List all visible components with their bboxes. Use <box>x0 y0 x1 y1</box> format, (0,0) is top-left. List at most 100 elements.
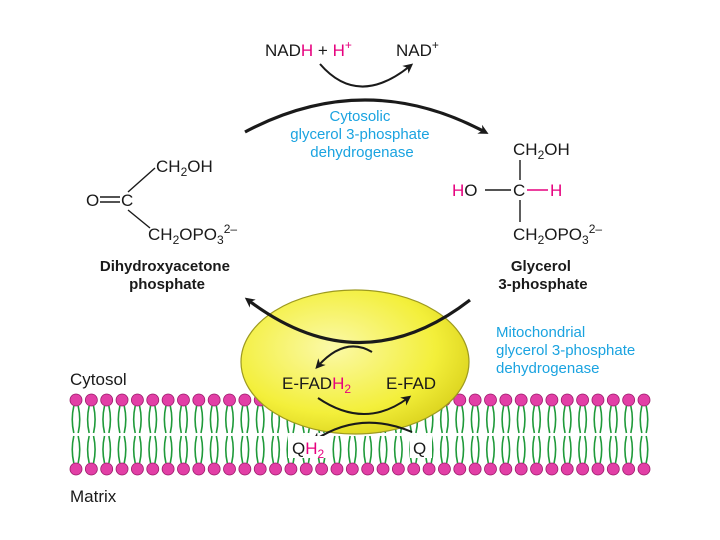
lipid-tail <box>532 435 536 464</box>
lipid-tail <box>271 435 275 464</box>
lipid-tail <box>230 435 235 464</box>
lipid-head <box>438 462 451 476</box>
lipid-tail <box>470 405 474 434</box>
lipid-tail <box>485 405 490 434</box>
lipid-head <box>545 393 559 407</box>
lipid-head <box>453 393 467 407</box>
lipid-tail <box>608 435 612 464</box>
lipid-head <box>637 462 651 476</box>
lipid-tail <box>338 435 342 464</box>
lipid-head <box>131 393 144 407</box>
lipid-head <box>330 462 344 476</box>
lipid-head <box>223 462 236 476</box>
lipid-tail <box>209 405 213 434</box>
lipid-head <box>192 462 206 476</box>
lipid-head <box>422 462 436 476</box>
lipid-head <box>514 393 528 407</box>
q-label: Q <box>413 439 426 458</box>
nadh-oxidation-arrow <box>319 63 414 88</box>
lipid-tail <box>537 405 542 434</box>
lipid-tail <box>562 435 566 464</box>
lipid-head <box>499 462 513 476</box>
lipid-tail <box>578 435 582 464</box>
lipid-head <box>468 462 482 476</box>
lipid-tail <box>491 405 496 434</box>
lipid-tail <box>261 405 265 434</box>
lipid-head <box>115 462 129 476</box>
lipid-head <box>177 462 190 476</box>
lipid-tail <box>624 435 628 464</box>
lipid-tail <box>261 435 265 464</box>
lipid-tail <box>347 435 351 464</box>
lipid-tail <box>599 435 603 464</box>
lipid-head <box>161 462 175 476</box>
lipid-head <box>622 462 636 476</box>
dhap-carbonyl-o: O <box>86 191 99 210</box>
lipid-tail <box>439 435 444 464</box>
lipid-tail <box>522 405 526 434</box>
lipid-tail <box>77 405 81 434</box>
e-fad-label: E-FAD <box>386 374 436 393</box>
lipid-head <box>376 462 390 476</box>
cytosolic-enzyme-label: Cytosolic glycerol 3-phosphate dehydroge… <box>290 108 433 161</box>
lipid-tail <box>547 435 551 464</box>
lipid-head <box>284 462 298 476</box>
lipid-tail <box>102 435 106 464</box>
lipid-tail <box>163 405 167 434</box>
lipid-tail <box>470 435 474 464</box>
dhap-ch2oh: CH2OH <box>156 157 213 179</box>
lipid-tail <box>461 435 465 464</box>
lipid-tail <box>624 405 628 434</box>
lipid-tail <box>593 405 597 434</box>
lipid-tail <box>639 405 643 434</box>
lipid-tail <box>240 405 244 434</box>
lipid-head <box>192 393 206 407</box>
lipid-head <box>100 393 114 407</box>
lipid-head <box>530 393 543 407</box>
lipid-head <box>407 462 421 476</box>
lipid-tail <box>132 435 136 464</box>
mitochondrial-enzyme-label: Mitochondrial glycerol 3-phosphate dehyd… <box>496 324 639 377</box>
lipid-tail <box>117 405 121 434</box>
lipid-tail <box>532 405 536 434</box>
lipid-tail <box>148 435 152 464</box>
lipid-head <box>238 393 252 407</box>
lipid-tail <box>332 435 336 464</box>
cytosol-label: Cytosol <box>70 370 127 389</box>
lipid-tail <box>608 405 612 434</box>
lipid-tail <box>102 405 106 434</box>
lipid-tail <box>507 435 511 464</box>
lipid-tail <box>86 405 90 434</box>
top-reaction-arrow <box>244 98 489 134</box>
lipid-head <box>560 462 574 476</box>
lipid-tail <box>485 435 490 464</box>
lipid-head <box>315 462 329 476</box>
lipid-head <box>637 393 651 407</box>
lipid-tail <box>71 435 75 464</box>
lipid-tail <box>246 405 250 434</box>
lipid-tail <box>639 435 643 464</box>
lipid-head <box>361 462 375 476</box>
lipid-tail <box>132 405 136 434</box>
lipid-head <box>391 462 405 476</box>
lipid-tail <box>169 405 173 434</box>
lipid-tail <box>209 435 213 464</box>
lipid-tail <box>215 435 219 464</box>
qh2-backing <box>288 436 332 458</box>
lipid-head <box>484 393 497 407</box>
g3p-ch2opo3: CH2OPO32– <box>513 222 602 247</box>
lipid-tail <box>516 435 520 464</box>
lipid-tail <box>184 435 188 464</box>
lipid-tail <box>138 435 142 464</box>
dhap-carbon: C <box>121 191 133 210</box>
lipid-head <box>146 393 160 407</box>
g3p-name: Glycerol 3-phosphate <box>498 258 587 293</box>
dhap-ch2opo3: CH2OPO32– <box>148 222 237 247</box>
lipid-tail <box>224 435 229 464</box>
lipid-tail <box>178 435 183 464</box>
lipid-head <box>207 462 221 476</box>
lipid-tail <box>353 435 357 464</box>
lipid-tail <box>630 405 634 434</box>
lipid-tail <box>138 405 142 434</box>
